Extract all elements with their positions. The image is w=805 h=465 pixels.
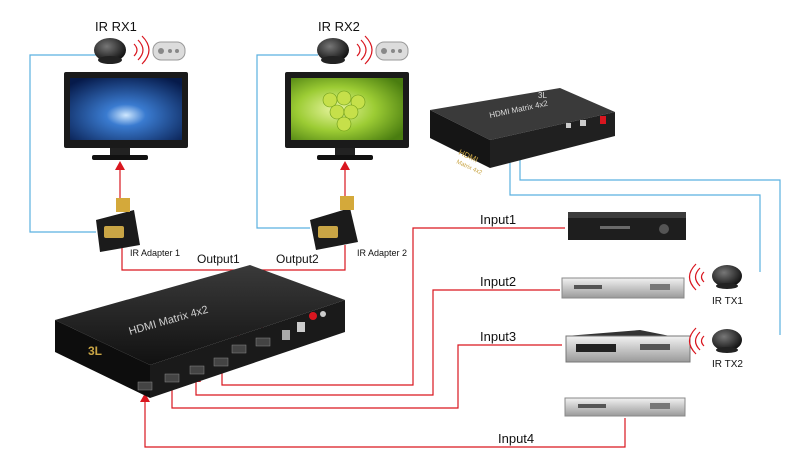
remote-control-2 xyxy=(375,41,409,61)
arrow-tv2 xyxy=(340,161,350,170)
label-input3: Input3 xyxy=(480,329,516,344)
ir-adapter-2 xyxy=(310,196,358,250)
tv-1 xyxy=(64,72,188,160)
input2-cable xyxy=(195,289,560,396)
label-output2: Output2 xyxy=(276,252,319,266)
ir-cable-tx1 xyxy=(509,158,761,272)
hdmi-matrix-small: HDMI Matrix 4x2 HDMI Matrix 4x2 3L xyxy=(430,88,615,177)
source-device-4 xyxy=(564,397,686,417)
label-output1: Output1 xyxy=(197,252,240,266)
ir-rx2-receiver xyxy=(317,35,373,65)
hdmi-matrix-main: HDMI Matrix 4x2 3L xyxy=(55,265,345,398)
label-ir-adapter-1: IR Adapter 1 xyxy=(130,248,180,258)
tv-2 xyxy=(285,72,409,160)
ir-cables xyxy=(29,54,781,335)
label-input4: Input4 xyxy=(498,431,534,446)
hdmi-ports xyxy=(137,337,271,391)
label-ir-rx1: IR RX1 xyxy=(95,19,137,34)
ir-cable-rx1 xyxy=(29,54,98,233)
label-input1: Input1 xyxy=(480,212,516,227)
arrow-in4 xyxy=(140,393,150,402)
label-ir-rx2: IR RX2 xyxy=(318,19,360,34)
input3-cable xyxy=(171,344,562,409)
input4-cable xyxy=(144,398,626,448)
label-input2: Input2 xyxy=(480,274,516,289)
ir-adapter-1 xyxy=(96,198,140,252)
label-ir-tx2: IR TX2 xyxy=(712,359,743,370)
source-device-3 xyxy=(565,330,691,363)
label-ir-tx1: IR TX1 xyxy=(712,296,743,307)
ir-tx2-emitter xyxy=(688,327,742,355)
source-device-1 xyxy=(568,212,686,240)
main-matrix-brand: 3L xyxy=(88,344,102,358)
source-device-2 xyxy=(561,277,685,299)
ir-cable-tx2 xyxy=(519,158,781,335)
ir-rx1-receiver xyxy=(94,35,150,65)
small-matrix-brand: 3L xyxy=(538,91,547,100)
remote-control-1 xyxy=(152,41,186,61)
ir-cable-rx2 xyxy=(256,54,318,229)
ir-tx1-emitter xyxy=(688,263,742,291)
label-ir-adapter-2: IR Adapter 2 xyxy=(357,248,407,258)
arrow-tv1 xyxy=(115,161,125,170)
input1-cable xyxy=(221,227,565,386)
